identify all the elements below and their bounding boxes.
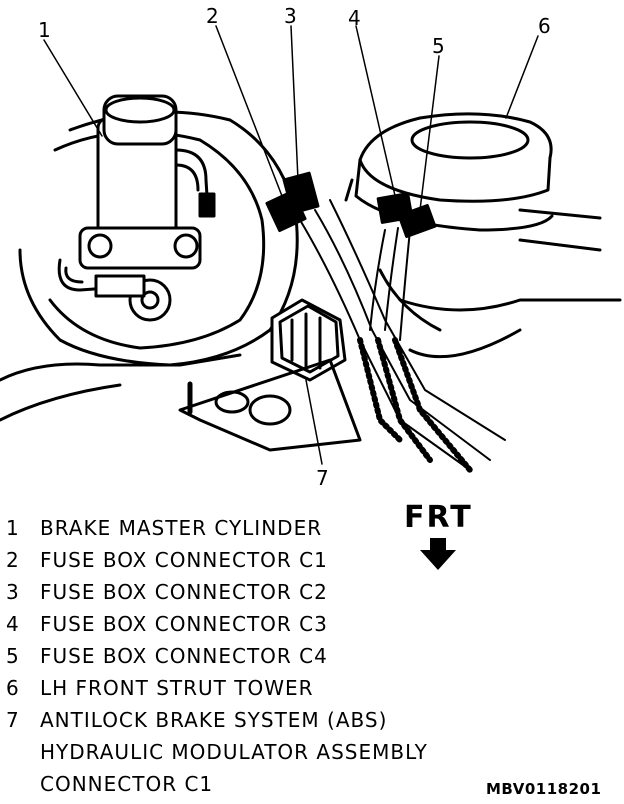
legend-text: FUSE BOX CONNECTOR C1: [40, 548, 328, 572]
wiring-harness: [299, 199, 506, 473]
legend-number: 4: [6, 612, 20, 636]
legend-item-5: 5 FUSE BOX CONNECTOR C4: [6, 640, 446, 672]
engine-bay-illustration: [0, 25, 622, 473]
callout-leaders: [43, 25, 539, 465]
front-direction-label: FRT: [404, 500, 473, 535]
callout-4: 4: [348, 6, 361, 30]
legend-number: 5: [6, 644, 20, 668]
callout-5: 5: [432, 34, 445, 58]
legend-text: FUSE BOX CONNECTOR C3: [40, 612, 328, 636]
figure-code: MBV0118201: [486, 780, 602, 798]
callout-1: 1: [38, 18, 51, 42]
down-arrow-icon: [420, 538, 456, 570]
legend-number: 1: [6, 516, 20, 540]
mounting-plate: [178, 358, 362, 452]
legend-number: 3: [6, 580, 20, 604]
fuse-box-connector-c2: [282, 171, 320, 215]
callout-2: 2: [206, 4, 219, 28]
legend-text: ANTILOCK BRAKE SYSTEM (ABS): [40, 708, 388, 732]
legend-text: FUSE BOX CONNECTOR C4: [40, 644, 328, 668]
legend-number: 6: [6, 676, 20, 700]
callout-6: 6: [538, 14, 551, 38]
lh-front-strut-tower: [344, 112, 622, 359]
brake-master-cylinder: [57, 94, 216, 322]
callout-3: 3: [284, 4, 297, 28]
legend-item-1: 1 BRAKE MASTER CYLINDER: [6, 512, 446, 544]
legend-item-4: 4 FUSE BOX CONNECTOR C3: [6, 608, 446, 640]
parts-legend: 1 BRAKE MASTER CYLINDER 2 FUSE BOX CONNE…: [6, 512, 446, 800]
legend-item-3: 3 FUSE BOX CONNECTOR C2: [6, 576, 446, 608]
legend-text: FUSE BOX CONNECTOR C2: [40, 580, 328, 604]
legend-item-7: 7 ANTILOCK BRAKE SYSTEM (ABS): [6, 704, 446, 736]
legend-item-7-line-2: HYDRAULIC MODULATOR ASSEMBLY: [40, 740, 428, 764]
callout-7: 7: [316, 466, 329, 490]
legend-text: BRAKE MASTER CYLINDER: [40, 516, 323, 540]
legend-text: LH FRONT STRUT TOWER: [40, 676, 314, 700]
fuse-box-connector-c4: [397, 204, 437, 238]
legend-number: 7: [6, 708, 20, 732]
legend-item-7-line-3: CONNECTOR C1: [40, 772, 214, 796]
legend-number: 2: [6, 548, 20, 572]
legend-item-6: 6 LH FRONT STRUT TOWER: [6, 672, 446, 704]
legend-item-2: 2 FUSE BOX CONNECTOR C1: [6, 544, 446, 576]
